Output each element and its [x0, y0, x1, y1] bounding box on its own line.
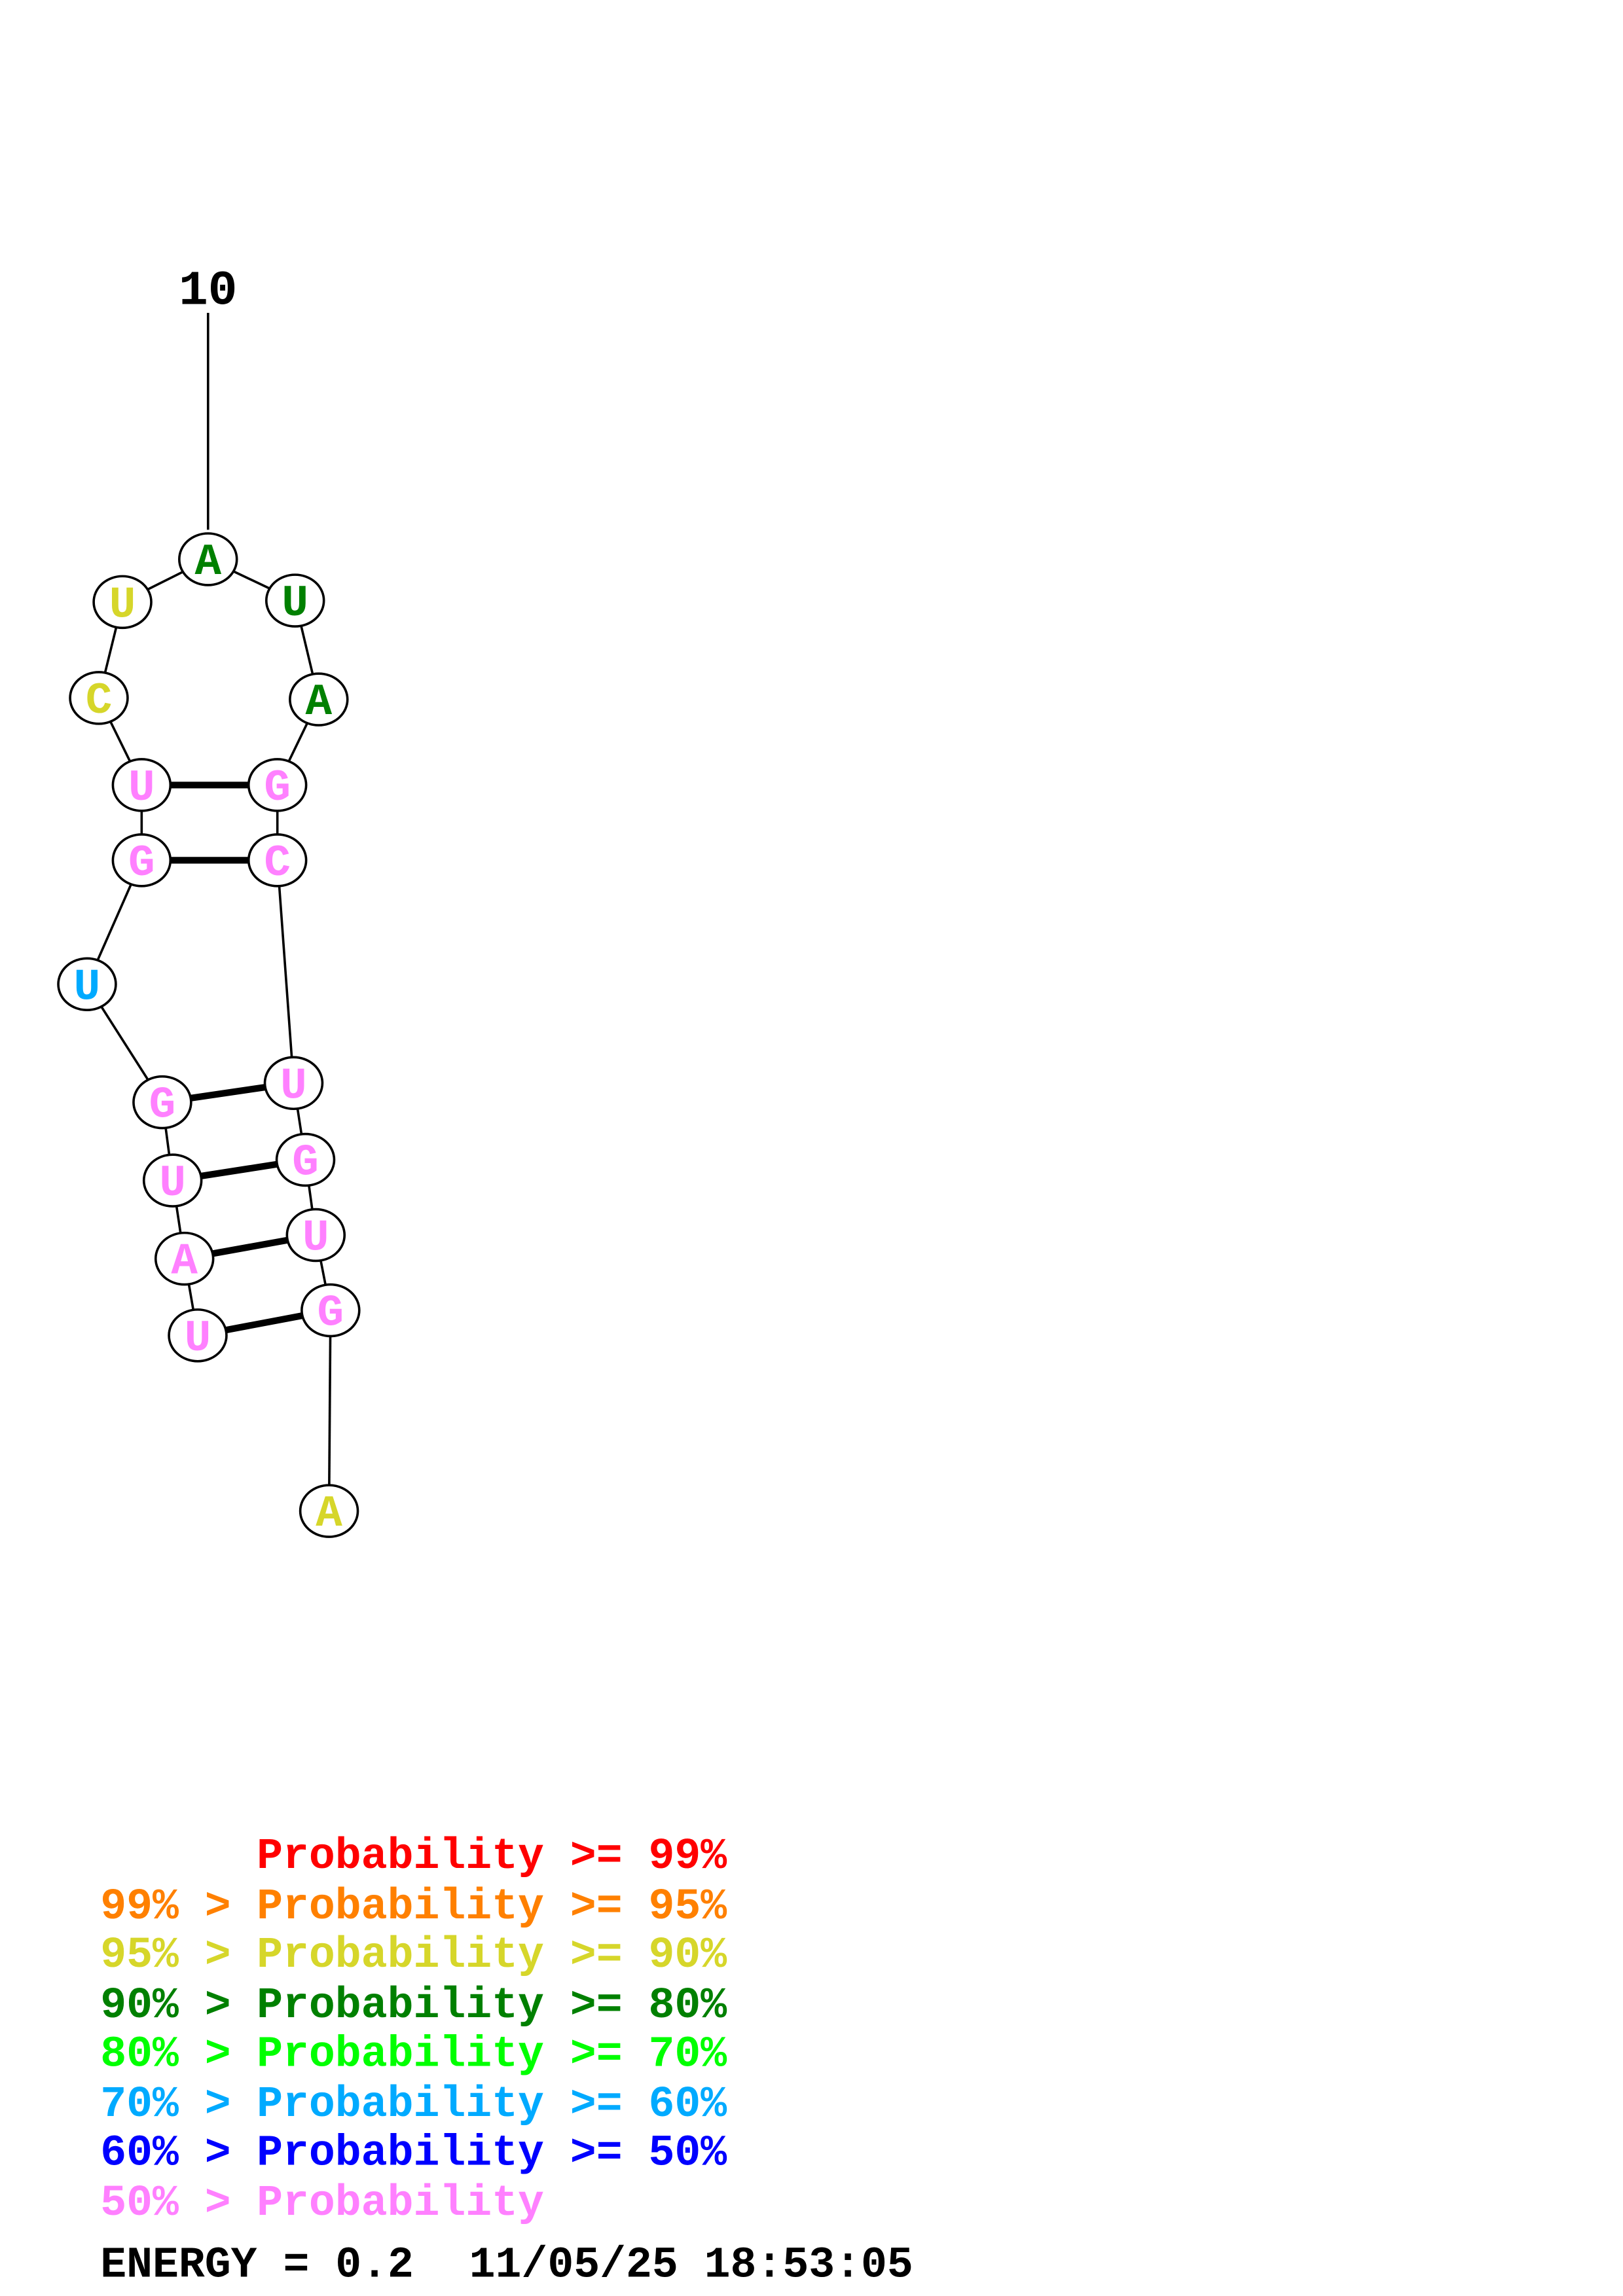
legend-prefix: 70% > [100, 2080, 230, 2129]
nucleotide-letter: U [128, 764, 155, 814]
nucleotide-1: A [299, 1484, 359, 1539]
nucleotide-letter: A [316, 1490, 342, 1539]
nucleotide-7: G [247, 758, 308, 814]
nucleotide-circle [285, 1208, 346, 1263]
legend-prefix: 60% > [100, 2128, 230, 2178]
timestamp: 11/05/25 18:53:05 [469, 2241, 913, 2290]
nucleotide-3: U [285, 1208, 346, 1264]
nucleotide-letter: U [280, 1062, 307, 1111]
nucleotide-circle [57, 957, 117, 1012]
nucleotide-10: A [178, 532, 238, 588]
nucleotide-circle [111, 758, 172, 812]
nucleotide-letter: G [292, 1139, 319, 1189]
nucleotide-9: U [264, 573, 325, 629]
legend-row: 90% > Probability >= 80% [100, 1981, 727, 2030]
nucleotide-circle [142, 1153, 203, 1208]
nucleotide-circle [111, 833, 172, 888]
nucleotide-circle [168, 1308, 228, 1363]
nucleotide-letter: C [264, 839, 291, 889]
legend-row: 50% > Probability [100, 2179, 544, 2228]
nucleotide-letter: A [194, 538, 221, 588]
nucleotide-letter: U [282, 579, 308, 629]
nucleotide-circle [299, 1484, 359, 1538]
nucleotide-circle [69, 671, 129, 725]
nucleotide-12: C [69, 671, 129, 726]
nucleotide-circle [247, 758, 308, 812]
energy-label: ENERGY = 0.2 [100, 2241, 414, 2290]
position-label: 10 [179, 264, 237, 319]
legend-prefix: 99% > [100, 1882, 230, 1931]
nucleotide-13: U [111, 758, 172, 814]
legend-text: Probability >= 60% [257, 2080, 727, 2129]
nucleotide-15: U [57, 957, 117, 1013]
nucleotide-circle [275, 1132, 336, 1187]
nucleotide-circle [264, 573, 325, 628]
legend-text: Probability [257, 2179, 544, 2228]
legend-row: 60% > Probability >= 50% [100, 2128, 727, 2178]
nucleotide-circle [289, 672, 349, 726]
nucleotide-letter: C [86, 677, 113, 726]
nucleotide-circle [154, 1231, 215, 1286]
nucleotide-letter: G [128, 839, 155, 889]
nucleotide-letter: U [159, 1159, 186, 1209]
nucleotide-letter: U [185, 1314, 211, 1364]
nucleotide-circle [92, 575, 153, 630]
nucleotide-8: A [289, 672, 349, 728]
backbone-segment [327, 1310, 332, 1511]
nucleotide-letter: A [306, 678, 333, 728]
legend-prefix: 50% > [100, 2179, 230, 2228]
nucleotide-circle [263, 1056, 324, 1111]
legend-text: Probability >= 50% [257, 2128, 727, 2178]
nucleotide-14: G [111, 833, 172, 889]
nucleotide-18: A [154, 1231, 215, 1287]
nucleotide-letter: A [171, 1238, 198, 1287]
nucleotide-17: U [142, 1153, 203, 1209]
legend-text: Probability >= 80% [257, 1981, 727, 2030]
nucleotide-circle [178, 532, 238, 586]
legend-text: Probability >= 99% [257, 1832, 727, 1881]
legend-text: Probability >= 95% [257, 1882, 727, 1931]
nucleotide-16: G [132, 1075, 192, 1131]
legend-row: 70% > Probability >= 60% [100, 2080, 727, 2129]
legend-row: Probability >= 99% [257, 1832, 727, 1881]
nucleotide-letter: G [318, 1289, 344, 1339]
nucleotide-4: G [275, 1132, 336, 1189]
nucleotide-19: U [168, 1308, 228, 1364]
legend-prefix: 95% > [100, 1931, 230, 1980]
legend-prefix: 90% > [100, 1981, 230, 2030]
nucleotide-letter: U [74, 963, 101, 1013]
nucleotide-letter: U [109, 581, 136, 630]
nucleotide-letter: G [149, 1081, 176, 1131]
legend-text: Probability >= 70% [257, 2030, 727, 2079]
legend-prefix: 80% > [100, 2030, 230, 2079]
legend-text: Probability >= 90% [257, 1931, 727, 1980]
nucleotide-2: G [301, 1283, 361, 1339]
nucleotide-letter: G [264, 764, 291, 814]
nucleotide-circle [132, 1075, 192, 1130]
backbone-segment [276, 860, 295, 1083]
legend: Probability >= 99% 99% > Probability >= 95… [100, 1832, 727, 2228]
legend-row: 99% > Probability >= 95% [100, 1882, 727, 1931]
nucleotide-letter: U [302, 1214, 329, 1264]
nucleotide-11: U [92, 575, 153, 630]
nucleotide-5: U [263, 1056, 324, 1111]
nucleotide-6: C [247, 833, 308, 889]
nucleotide-circle [247, 833, 308, 888]
nucleotide-circle [301, 1283, 361, 1338]
legend-row: 95% > Probability >= 90% [100, 1931, 727, 1980]
legend-row: 80% > Probability >= 70% [100, 2030, 727, 2079]
